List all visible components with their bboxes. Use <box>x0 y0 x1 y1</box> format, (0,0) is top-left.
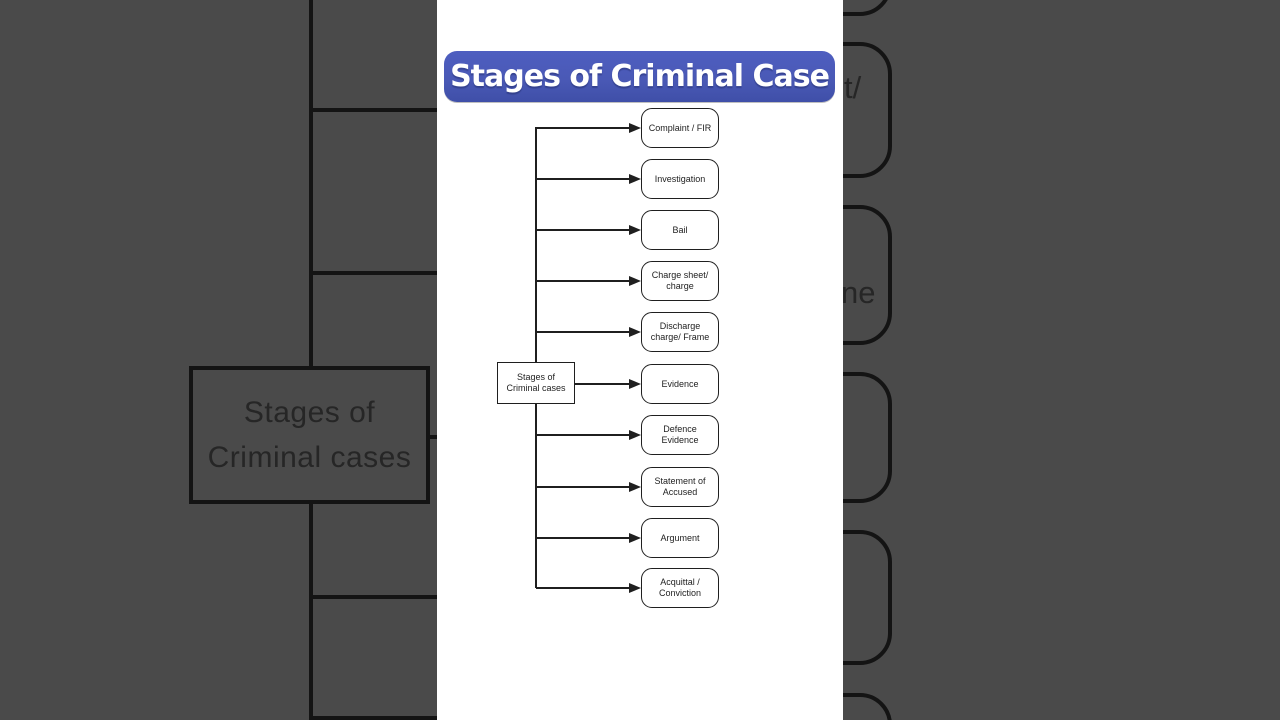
stage-node-defence-evidence: Defence Evidence <box>641 415 719 455</box>
backdrop-branch-line <box>311 271 437 275</box>
flowchart-trunk-line <box>535 127 537 588</box>
backdrop-branch-line <box>311 108 437 112</box>
stage-label: charge <box>666 281 694 291</box>
branch-line <box>536 587 629 589</box>
branch-line <box>536 229 629 231</box>
page-title: Stages of Criminal Case <box>450 59 830 94</box>
stage-label: Statement of <box>654 476 706 486</box>
stage-label: Defence <box>663 424 697 434</box>
branch-line <box>536 486 629 488</box>
arrow-icon <box>629 275 641 286</box>
branch-line <box>536 127 629 129</box>
stage-label: Bail <box>672 224 688 235</box>
arrow-icon <box>629 173 641 184</box>
stage-label: Evidence <box>661 435 699 445</box>
branch-line <box>536 331 629 333</box>
arrow-icon <box>629 224 641 235</box>
backdrop-root-box-label: Criminal cases <box>207 441 412 474</box>
branch-line <box>536 434 629 436</box>
title-banner: Stages of Criminal Case <box>444 51 835 102</box>
stage-node-evidence: Evidence <box>641 364 719 404</box>
stage-node-investigation: Investigation <box>641 159 719 199</box>
arrow-icon <box>629 532 641 543</box>
stage-label: Argument <box>660 532 700 543</box>
arrow-icon <box>629 326 641 337</box>
root-node-label: Stages of <box>516 372 556 382</box>
backdrop-trunk-line <box>309 0 313 720</box>
arrow-icon <box>629 481 641 492</box>
content-panel: Stages of Criminal Case Stages of Crimin… <box>437 0 843 720</box>
arrow-icon <box>629 429 641 440</box>
root-node-label: Criminal cases <box>506 383 566 393</box>
stage-label: charge/ Frame <box>650 332 710 342</box>
backdrop-branch-line <box>311 595 437 599</box>
stage-node-bail: Bail <box>641 210 719 250</box>
stage-label: Evidence <box>661 378 699 389</box>
backdrop-branch-stub <box>429 435 437 439</box>
arrow-icon <box>629 582 641 593</box>
stage-label: Charge sheet/ <box>651 270 709 280</box>
stage-label: Accused <box>662 487 698 497</box>
stage-node-statement-of-accused: Statement of Accused <box>641 467 719 507</box>
root-node: Stages of Criminal cases <box>497 362 575 404</box>
backdrop-root-box: Stages of Criminal cases <box>189 366 430 504</box>
stage-node-complaint-fir: Complaint / FIR <box>641 108 719 148</box>
backdrop-text-fragment: t/ <box>844 70 862 105</box>
backdrop-text-fragment: ne <box>841 275 876 310</box>
stage-node-acquittal-conviction: Acquittal / Conviction <box>641 568 719 608</box>
stage-node-discharge: Discharge charge/ Frame <box>641 312 719 352</box>
stage-node-argument: Argument <box>641 518 719 558</box>
stage-node-charge-sheet: Charge sheet/ charge <box>641 261 719 301</box>
stage-label: Investigation <box>654 173 706 184</box>
backdrop-root-box-label: Stages of <box>243 396 376 429</box>
branch-line <box>536 178 629 180</box>
branch-line <box>536 537 629 539</box>
arrow-icon <box>629 122 641 133</box>
branch-line <box>575 383 629 385</box>
arrow-icon <box>629 378 641 389</box>
stage-label: Conviction <box>658 588 702 598</box>
stage-label: Acquittal / <box>660 577 700 587</box>
stage-label: Complaint / FIR <box>648 122 712 133</box>
stage-label: Discharge <box>659 321 701 331</box>
backdrop-branch-line <box>311 716 437 720</box>
branch-line <box>536 280 629 282</box>
